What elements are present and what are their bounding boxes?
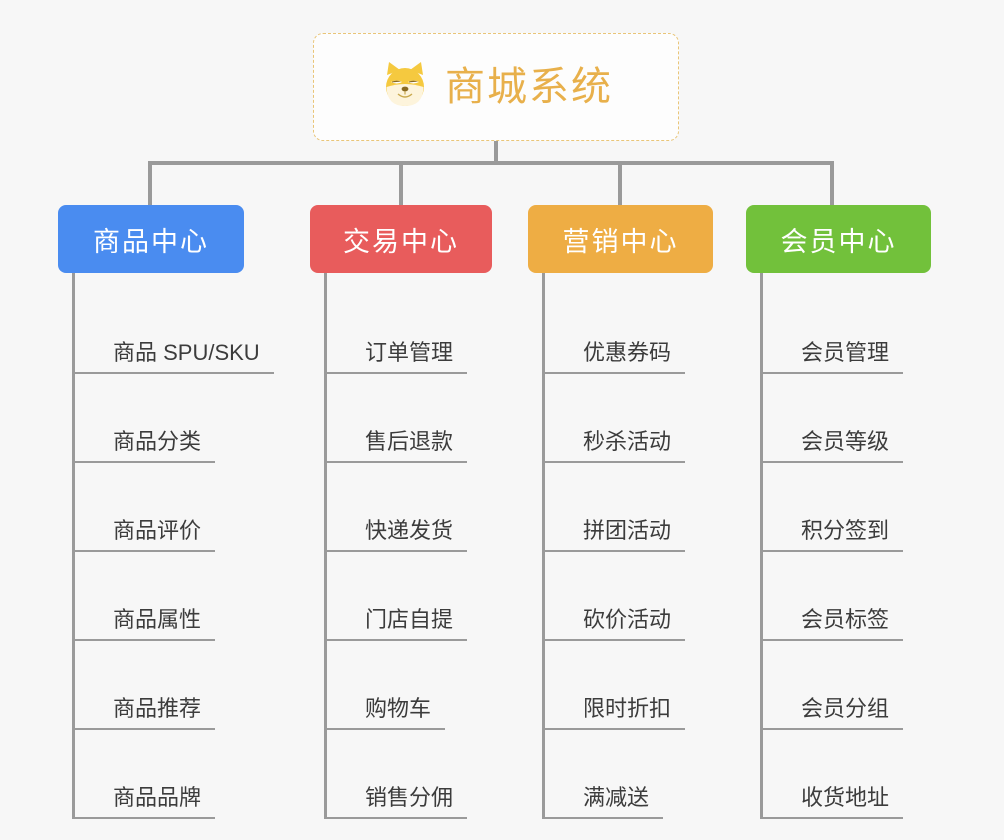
list-item[interactable]: 商品 SPU/SKU	[75, 285, 274, 374]
leaf-label: 限时折扣	[545, 696, 686, 730]
leaf-label: 订单管理	[327, 340, 468, 374]
leaf-label: 会员标签	[763, 607, 904, 641]
list-item[interactable]: 购物车	[327, 641, 492, 730]
leaf-label: 商品推荐	[75, 696, 216, 730]
leaf-label: 积分签到	[763, 518, 904, 552]
list-item[interactable]: 商品推荐	[75, 641, 244, 730]
root-title: 商城系统	[445, 65, 613, 109]
list-item[interactable]: 收货地址	[763, 730, 931, 819]
list-item[interactable]: 商品评价	[75, 463, 244, 552]
category-header-product-center[interactable]: 商品中心	[58, 205, 244, 273]
leaf-label: 会员等级	[763, 429, 904, 463]
connector-drop-1	[148, 161, 152, 205]
list-item[interactable]: 会员管理	[763, 285, 931, 374]
list-item[interactable]: 售后退款	[327, 374, 492, 463]
leaf-list-product-center: 商品 SPU/SKU 商品分类 商品评价 商品属性 商品推荐 商品品牌	[72, 273, 274, 819]
list-item[interactable]: 商品属性	[75, 552, 244, 641]
leaf-label: 会员分组	[763, 696, 904, 730]
branch-trade-center: 交易中心 订单管理 售后退款 快递发货 门店自提 购物车 销售分佣	[310, 205, 492, 819]
category-header-member-center[interactable]: 会员中心	[746, 205, 931, 273]
list-item[interactable]: 限时折扣	[545, 641, 713, 730]
leaf-label: 门店自提	[327, 607, 468, 641]
list-item[interactable]: 订单管理	[327, 285, 492, 374]
connector-root-vertical	[494, 141, 498, 165]
leaf-label: 商品属性	[75, 607, 216, 641]
list-item[interactable]: 会员等级	[763, 374, 931, 463]
leaf-list-marketing-center: 优惠券码 秒杀活动 拼团活动 砍价活动 限时折扣 满减送	[542, 273, 713, 819]
category-label: 商品中心	[93, 226, 209, 257]
category-label: 营销中心	[562, 226, 679, 257]
leaf-label: 优惠券码	[545, 340, 686, 374]
leaf-label: 商品分类	[75, 429, 216, 463]
list-item[interactable]: 优惠券码	[545, 285, 713, 374]
leaf-label: 会员管理	[763, 340, 904, 374]
list-item[interactable]: 会员分组	[763, 641, 931, 730]
leaf-label: 销售分佣	[327, 785, 468, 819]
connector-drop-2	[399, 161, 403, 205]
leaf-label: 商品品牌	[75, 785, 216, 819]
category-header-marketing-center[interactable]: 营销中心	[528, 205, 713, 273]
category-header-trade-center[interactable]: 交易中心	[310, 205, 492, 273]
leaf-label: 商品 SPU/SKU	[75, 340, 274, 374]
root-node[interactable]: 商城系统	[313, 33, 679, 141]
branch-product-center: 商品中心 商品 SPU/SKU 商品分类 商品评价 商品属性 商品推荐 商品品牌	[58, 205, 274, 819]
leaf-label: 售后退款	[327, 429, 468, 463]
list-item[interactable]: 拼团活动	[545, 463, 713, 552]
shiba-dog-icon	[379, 59, 431, 116]
leaf-label: 秒杀活动	[545, 429, 686, 463]
list-item[interactable]: 快递发货	[327, 463, 492, 552]
list-item[interactable]: 商品分类	[75, 374, 244, 463]
list-item[interactable]: 秒杀活动	[545, 374, 713, 463]
list-item[interactable]: 砍价活动	[545, 552, 713, 641]
list-item[interactable]: 满减送	[545, 730, 713, 819]
branch-marketing-center: 营销中心 优惠券码 秒杀活动 拼团活动 砍价活动 限时折扣 满减送	[528, 205, 713, 819]
branch-member-center: 会员中心 会员管理 会员等级 积分签到 会员标签 会员分组 收货地址	[746, 205, 931, 819]
list-item[interactable]: 积分签到	[763, 463, 931, 552]
list-item[interactable]: 门店自提	[327, 552, 492, 641]
leaf-label: 商品评价	[75, 518, 216, 552]
leaf-label: 快递发货	[327, 518, 468, 552]
list-item[interactable]: 商品品牌	[75, 730, 244, 819]
leaf-list-member-center: 会员管理 会员等级 积分签到 会员标签 会员分组 收货地址	[760, 273, 931, 819]
leaf-label: 收货地址	[763, 785, 904, 819]
connector-drop-4	[830, 161, 834, 205]
connector-drop-3	[618, 161, 622, 205]
leaf-list-trade-center: 订单管理 售后退款 快递发货 门店自提 购物车 销售分佣	[324, 273, 492, 819]
leaf-label: 拼团活动	[545, 518, 686, 552]
list-item[interactable]: 会员标签	[763, 552, 931, 641]
category-label: 交易中心	[343, 226, 459, 257]
leaf-label: 砍价活动	[545, 607, 686, 641]
category-label: 会员中心	[780, 226, 897, 257]
leaf-label: 满减送	[545, 785, 664, 819]
connector-horizontal-bus	[148, 161, 834, 165]
list-item[interactable]: 销售分佣	[327, 730, 492, 819]
leaf-label: 购物车	[327, 696, 446, 730]
